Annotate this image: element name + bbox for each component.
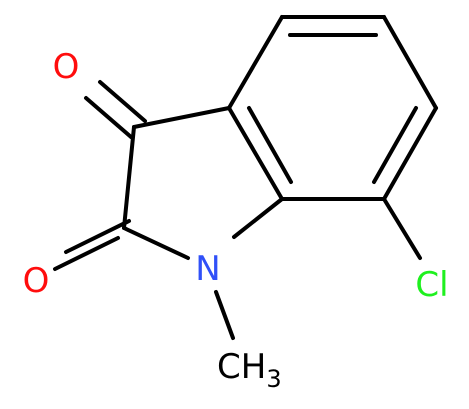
bonds [53,15,438,340]
bond-c6-c7 [382,106,438,201]
oxygen-label-left: O [23,261,50,301]
bond-c2-o-a [64,219,131,254]
oxygen-label-top: O [53,47,80,87]
bond-inner-c7a-c3a [247,106,293,184]
bond-c7a-c3a [227,106,284,201]
chlorine-label: Cl [415,265,448,305]
bond-c7-cl [382,197,422,260]
bond-n-ch3 [214,290,235,340]
bond-c3-c2 [122,125,136,230]
methyl-label-main: CH [217,347,266,387]
bond-inner-c6-c7 [372,106,418,184]
bond-c2-o-b [53,236,120,271]
bond-c2-n1 [122,226,190,260]
nitrogen-label: N [195,249,220,289]
bond-n1-c7a [232,197,284,239]
bond-c3a-c4 [227,15,284,110]
bond-c3-o-b [84,96,133,139]
bond-c3-o-a [98,80,147,123]
atom-labels: O O N Cl CH3 [23,47,449,393]
methyl-label-subscript: 3 [266,365,281,393]
bond-c5-c6 [382,15,438,110]
bond-c3a-c3 [132,106,231,129]
methyl-label: CH3 [217,347,282,393]
